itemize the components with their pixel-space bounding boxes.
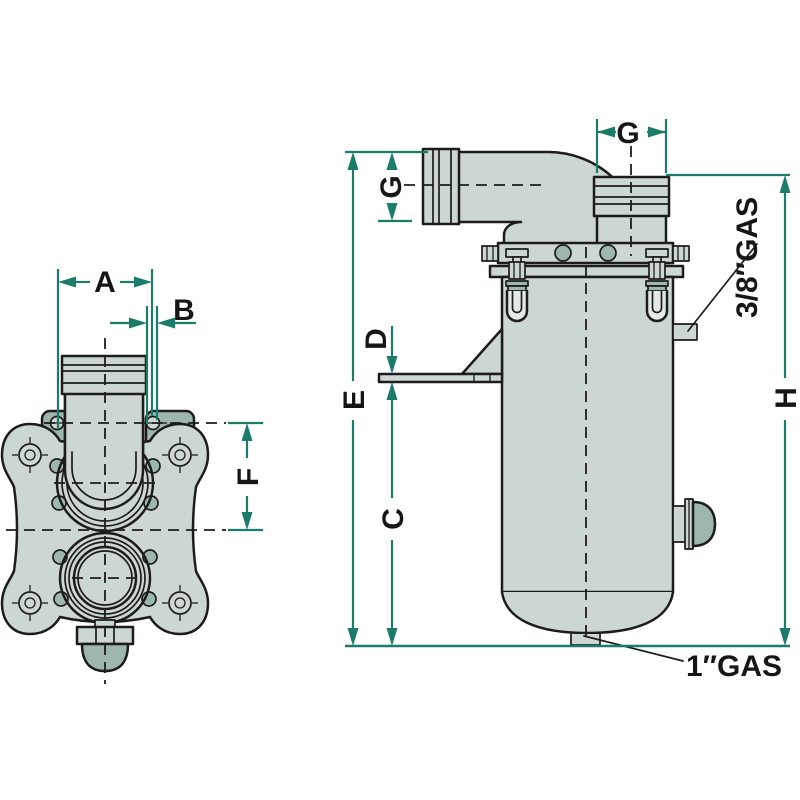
dimension-d: D [360,326,398,374]
dimension-b: B [110,294,196,424]
dimension-a: A [56,266,154,428]
front-view-centerlines [6,338,226,684]
dimension-e: E [338,152,371,646]
label-1-gas: 1″GAS [686,650,782,683]
side-fitting-3-8 [672,323,698,341]
mounting-bracket [377,327,504,384]
label-dim-b: B [173,294,195,327]
label-dim-f: F [232,468,265,486]
dimensions-front-view: A B F [56,266,265,532]
label-dim-a: A [94,266,116,299]
front-view [0,338,226,684]
dimension-g-inlet: G [375,152,412,223]
label-dim-c: C [377,508,410,530]
dimension-g-outlet: G [595,117,668,173]
side-view: 3/8″GAS 1″GAS [377,146,782,683]
front-view-pipe [60,354,148,511]
flange-bolt-holes [12,437,198,621]
lid-bolt-head-left [554,244,572,262]
lid-bolt-head-right [599,244,617,262]
label-dim-h: H [770,387,800,409]
lid-side-bolt-left [481,245,499,262]
dimension-h: H [666,173,800,646]
lid-side-bolt-right [672,245,690,262]
label-dim-g-inlet: G [375,175,408,198]
leader-3-8-gas [687,243,758,332]
tank-bottom-dome [500,590,675,635]
label-dim-d: D [360,328,393,350]
label-3-8-gas: 3/8″GAS [731,197,764,318]
tank-shell [500,275,675,594]
dimension-c: C [377,382,410,646]
dimension-f: F [228,421,265,532]
leader-1-gas [583,635,684,662]
label-dim-g-outlet: G [616,117,639,150]
inlet-hose-ribs [421,147,461,226]
outlet-pipe [592,175,671,246]
side-dome-port [672,498,717,550]
dimensions-side-view: E G D C [338,117,800,648]
label-dim-e: E [338,390,371,410]
